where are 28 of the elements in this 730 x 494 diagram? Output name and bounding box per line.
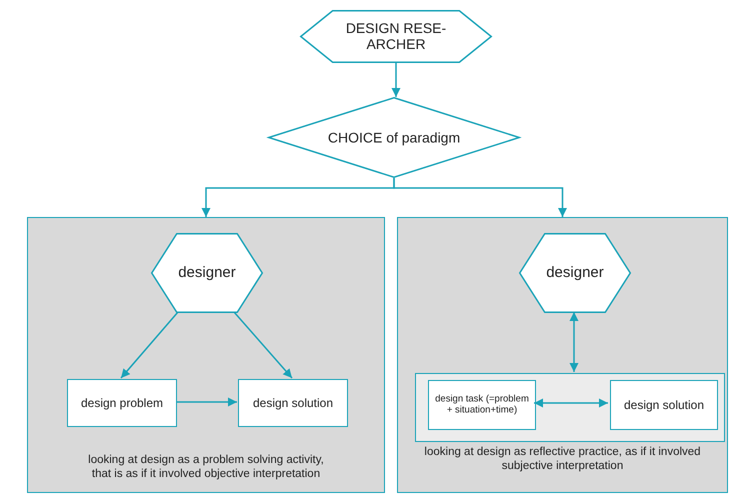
hexagon-node [151, 233, 263, 313]
node-label: design solution [622, 398, 706, 412]
node-label: design solution [252, 396, 334, 410]
node-label: designer [177, 264, 237, 282]
arrow [392, 63, 400, 97]
panel [397, 217, 728, 493]
node-label: CHOICE of paradigm [326, 129, 462, 146]
node-label: design problem [80, 396, 164, 410]
arrow [176, 398, 237, 406]
panel-caption: looking at design as a problem solving activity, that is as if it involved objective interpretation [87, 454, 325, 482]
process-box [238, 379, 348, 427]
hexagon-node [519, 233, 631, 313]
process-box [67, 379, 177, 427]
arrow [570, 312, 578, 372]
node-label: designer [545, 264, 605, 282]
hexagon-node [300, 10, 492, 63]
arrow [393, 178, 567, 217]
node-label: design task (=problem + situation+time) [434, 394, 530, 416]
arrow [233, 312, 293, 378]
group-box [415, 373, 725, 442]
node-label: DESIGN RESE- ARCHER [344, 20, 448, 54]
panel [27, 217, 385, 493]
process-box [610, 380, 718, 430]
arrow [534, 398, 608, 408]
decision-diamond [268, 97, 520, 178]
arrow [120, 312, 179, 378]
process-box [428, 380, 536, 430]
panel-caption: looking at design as reflective practice, as if it involved subjective interpretation [423, 446, 702, 474]
